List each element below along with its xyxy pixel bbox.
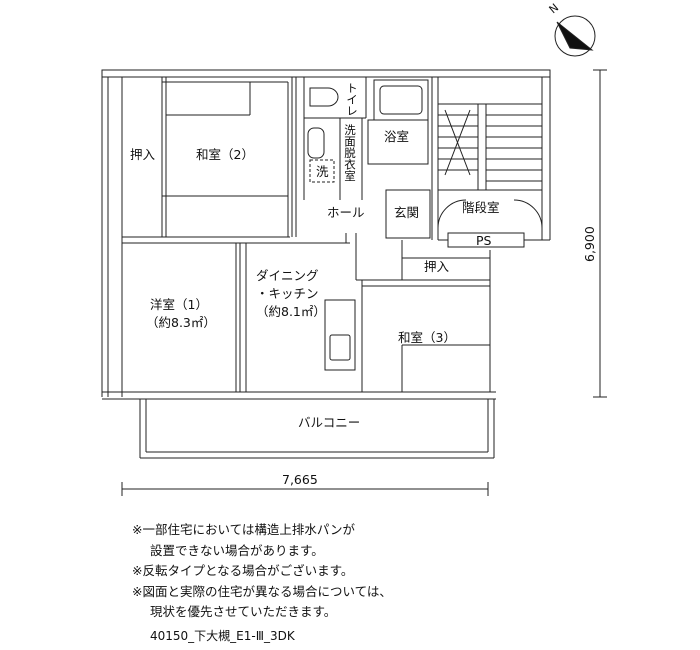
label-yokushitsu: 浴室 [384,129,409,144]
dimension-depth-line [593,69,607,398]
label-washitsu-2: 和室（2） [196,147,254,162]
label-dining-3: （約8.1㎡） [256,304,326,319]
label-youshitsu-2: （約8.3㎡） [146,315,216,330]
label-genkan: 玄関 [394,205,419,220]
note-line-2: 設置できない場合があります。 [150,542,324,558]
label-senmen-datsuishitsu: 洗面脱衣室 [343,124,357,182]
note-line-4: ※図面と実際の住宅が異なる場合については、 [132,583,392,599]
label-ps: PS [476,233,492,248]
note-line-5: 現状を優先させていただきます。 [150,604,337,619]
compass-rose [554,15,596,57]
label-toilet: トイレ [345,82,359,117]
staircase [437,103,543,229]
compass-north-label: N [547,1,562,16]
label-dining-2: ・キッチン [256,286,319,301]
label-hall: ホール [327,205,365,220]
note-line-3: ※反転タイプとなる場合がございます。 [132,563,354,578]
label-youshitsu-1: 洋室（1） [150,297,208,312]
notes: ※一部住宅においては構造上排水パンが 設置できない場合があります。 ※反転タイプ… [132,520,392,623]
plan-code: 40150_下大槻_E1-Ⅲ_3DK [150,629,295,643]
label-oshiire-2: 押入 [424,259,450,274]
label-wash: 洗 [316,164,329,179]
dimension-depth: 6,900 [582,226,597,262]
outer-wall-top [101,69,551,78]
note-line-1: ※一部住宅においては構造上排水パンが [132,522,355,537]
label-oshiire-1: 押入 [130,147,156,162]
label-washitsu-3: 和室（3） [398,330,456,345]
label-dining-1: ダイニング [256,268,319,283]
dimension-width-line [121,482,489,496]
label-balcony: バルコニー [298,415,360,430]
genkan-area [385,189,431,239]
dimension-width: 7,665 [282,472,318,487]
label-kaidanshitsu: 階段室 [462,200,500,215]
